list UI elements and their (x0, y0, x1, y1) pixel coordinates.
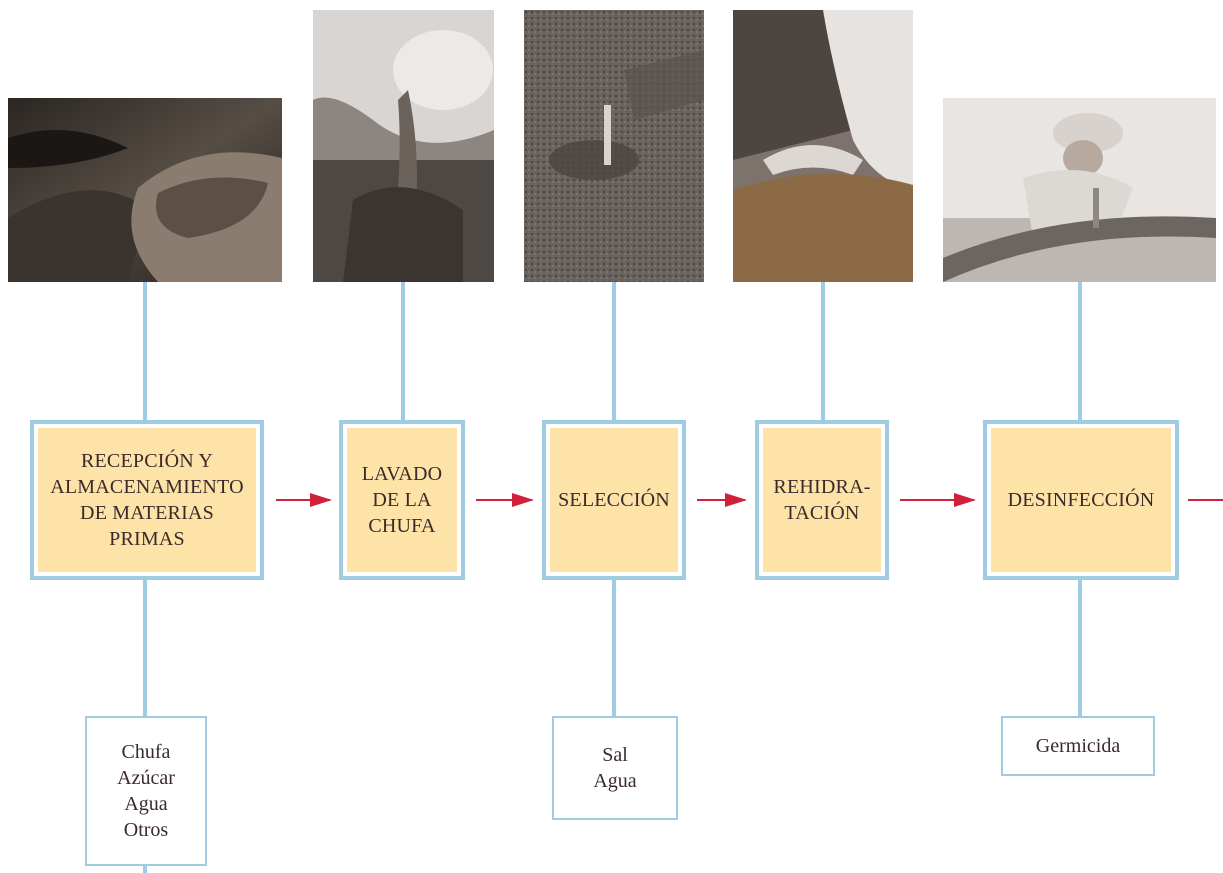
step-label: SELECCIÓN (558, 487, 670, 513)
step-disinfection: DESINFECCIÓN (983, 420, 1179, 580)
connector-photo-step-4 (821, 282, 825, 422)
flow-arrow-5 (1188, 499, 1223, 501)
input-label: Chufa Azúcar Agua Otros (117, 739, 175, 843)
step-reception-storage: RECEPCIÓN Y ALMACENAMIENTO DE MATERIAS P… (30, 420, 264, 580)
step-label: RECEPCIÓN Y ALMACENAMIENTO DE MATERIAS P… (50, 448, 244, 552)
connector-photo-step-1 (143, 282, 147, 422)
step-label: REHIDRA- TACIÓN (773, 474, 870, 526)
step-selection: SELECCIÓN (542, 420, 686, 580)
connector-photo-step-5 (1078, 282, 1082, 422)
input-label: Sal Agua (593, 742, 636, 794)
disinfection-photo (943, 98, 1216, 282)
input-box-raw-materials: Chufa Azúcar Agua Otros (85, 716, 207, 866)
connector-photo-step-3 (612, 282, 616, 422)
step-rehydration: REHIDRA- TACIÓN (755, 420, 889, 580)
input-box-salt-water: Sal Agua (552, 716, 678, 820)
chufa-sacks-photo (8, 98, 282, 282)
flow-arrow-2 (476, 499, 532, 501)
flow-arrow-4 (900, 499, 974, 501)
washing-chufa-photo (313, 10, 494, 282)
flow-arrow-3 (697, 499, 745, 501)
step-washing: LAVADO DE LA CHUFA (339, 420, 465, 580)
rehydration-photo (733, 10, 913, 282)
flow-arrow-1 (276, 499, 330, 501)
input-label: Germicida (1036, 733, 1120, 759)
step-label: DESINFECCIÓN (1008, 487, 1155, 513)
connector-photo-step-2 (401, 282, 405, 422)
selection-photo (524, 10, 704, 282)
step-label: LAVADO DE LA CHUFA (362, 461, 442, 539)
connector-step-input-2 (612, 578, 616, 718)
input-box-germicide: Germicida (1001, 716, 1155, 776)
connector-step-input-3 (1078, 578, 1082, 718)
